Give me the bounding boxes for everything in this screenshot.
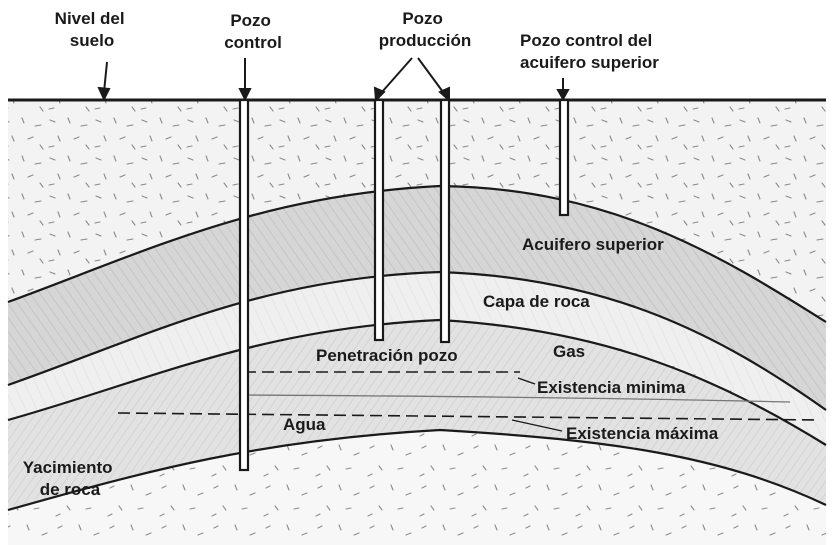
ground-level-arrow	[103, 61, 108, 93]
aquifer-well-arrowhead	[556, 89, 570, 102]
minimum-stock-leader	[517, 377, 536, 385]
gas-label: Gas	[553, 342, 585, 361]
aquifer-control-well	[558, 98, 570, 217]
ground-level-arrowhead	[97, 86, 111, 102]
control-well	[238, 98, 250, 472]
production-well-label: Pozo producción	[379, 9, 472, 50]
maximum-stock-line	[117, 412, 821, 421]
reservoir-base-boundary	[7, 428, 827, 512]
aquifer-base-boundary	[7, 270, 827, 411]
reservoir-layer	[8, 320, 826, 510]
ground-level-label: Nivel del suelo	[55, 9, 130, 50]
well-penetration-label: Penetración pozo	[316, 346, 458, 365]
production-arrowhead-right	[438, 86, 450, 103]
control-well-label: Pozo control	[224, 11, 282, 52]
reservoir-rock-label: Yacimiento de roca	[23, 458, 118, 499]
production-well-left	[373, 98, 385, 342]
production-well-right	[439, 98, 451, 344]
production-arrow-left	[381, 57, 413, 93]
gas-water-contact-curve	[243, 394, 791, 403]
caprock-base-boundary	[7, 318, 827, 446]
maximum-stock-label: Existencia máxima	[566, 424, 719, 443]
production-arrowhead-left	[373, 86, 386, 103]
caprock-layer	[8, 272, 826, 445]
production-arrow-right	[417, 57, 444, 93]
water-label: Agua	[283, 415, 326, 434]
minimum-stock-label: Existencia minima	[537, 378, 686, 397]
upper-aquifer-layer	[8, 186, 826, 410]
maximum-stock-leader	[511, 419, 563, 432]
aquifer-top-boundary	[7, 184, 827, 323]
caprock-label: Capa de roca	[483, 292, 590, 311]
upper-aquifer-label: Acuifero superior	[522, 235, 664, 254]
control-well-arrowhead	[238, 88, 252, 102]
aquifer-control-well-label: Pozo control del acuifero superior	[520, 31, 659, 72]
